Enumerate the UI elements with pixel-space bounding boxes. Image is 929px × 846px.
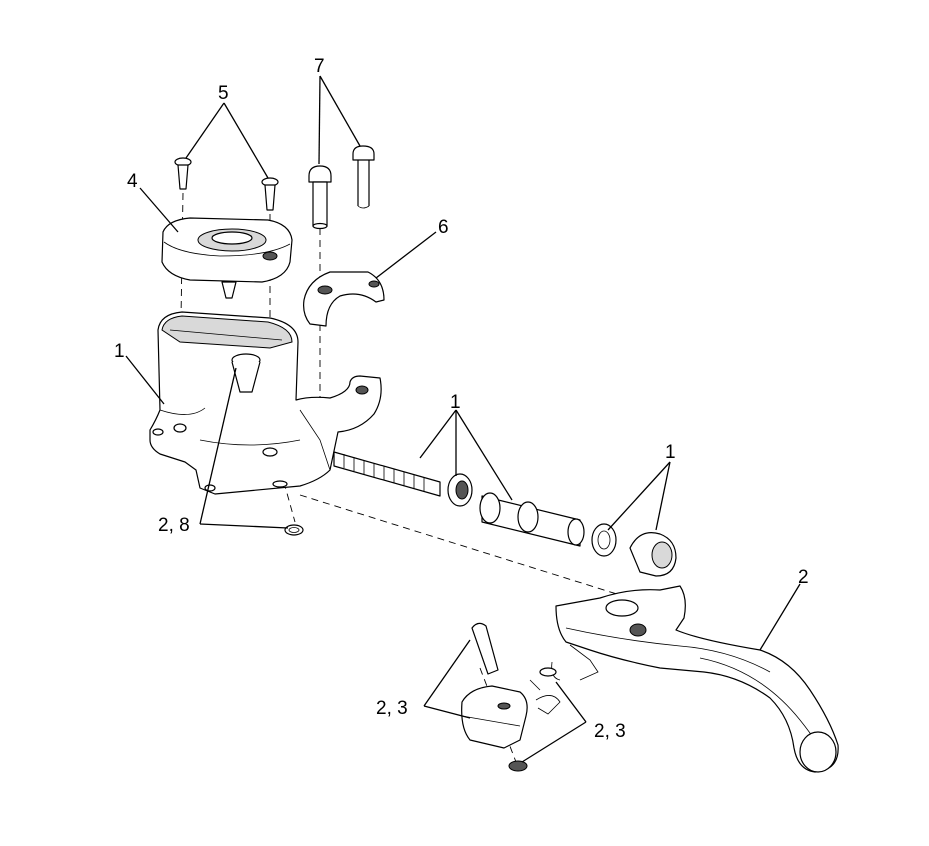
lever-pivot-pin [461, 622, 561, 772]
callout-2-lever: 2 [798, 567, 809, 588]
callout-1-piston: 1 [450, 392, 461, 413]
piston-assembly [333, 451, 585, 547]
leader-lines [125, 75, 801, 763]
reservoir-cover [161, 217, 293, 299]
cover-screw [174, 157, 279, 211]
brake-lever [551, 585, 839, 773]
master-cylinder-body [149, 311, 382, 495]
callout-1-body: 1 [114, 341, 125, 362]
callout-2-8: 2, 8 [158, 515, 190, 536]
handlebar-clamp [303, 271, 385, 327]
callout-6: 6 [438, 217, 449, 238]
callout-1-boot: 1 [665, 442, 676, 463]
callout-4: 4 [127, 171, 138, 192]
callout-labels: 5 7 4 6 1 1 1 2 2, 8 2, 3 2, 3 [114, 56, 809, 742]
piston-boot [591, 523, 677, 577]
bleeder-cap [284, 524, 304, 536]
callout-2-3-left: 2, 3 [376, 698, 408, 719]
clamp-bolt [308, 145, 375, 230]
callout-7: 7 [314, 56, 325, 77]
callout-5: 5 [218, 83, 229, 104]
callout-2-3-right: 2, 3 [594, 721, 626, 742]
